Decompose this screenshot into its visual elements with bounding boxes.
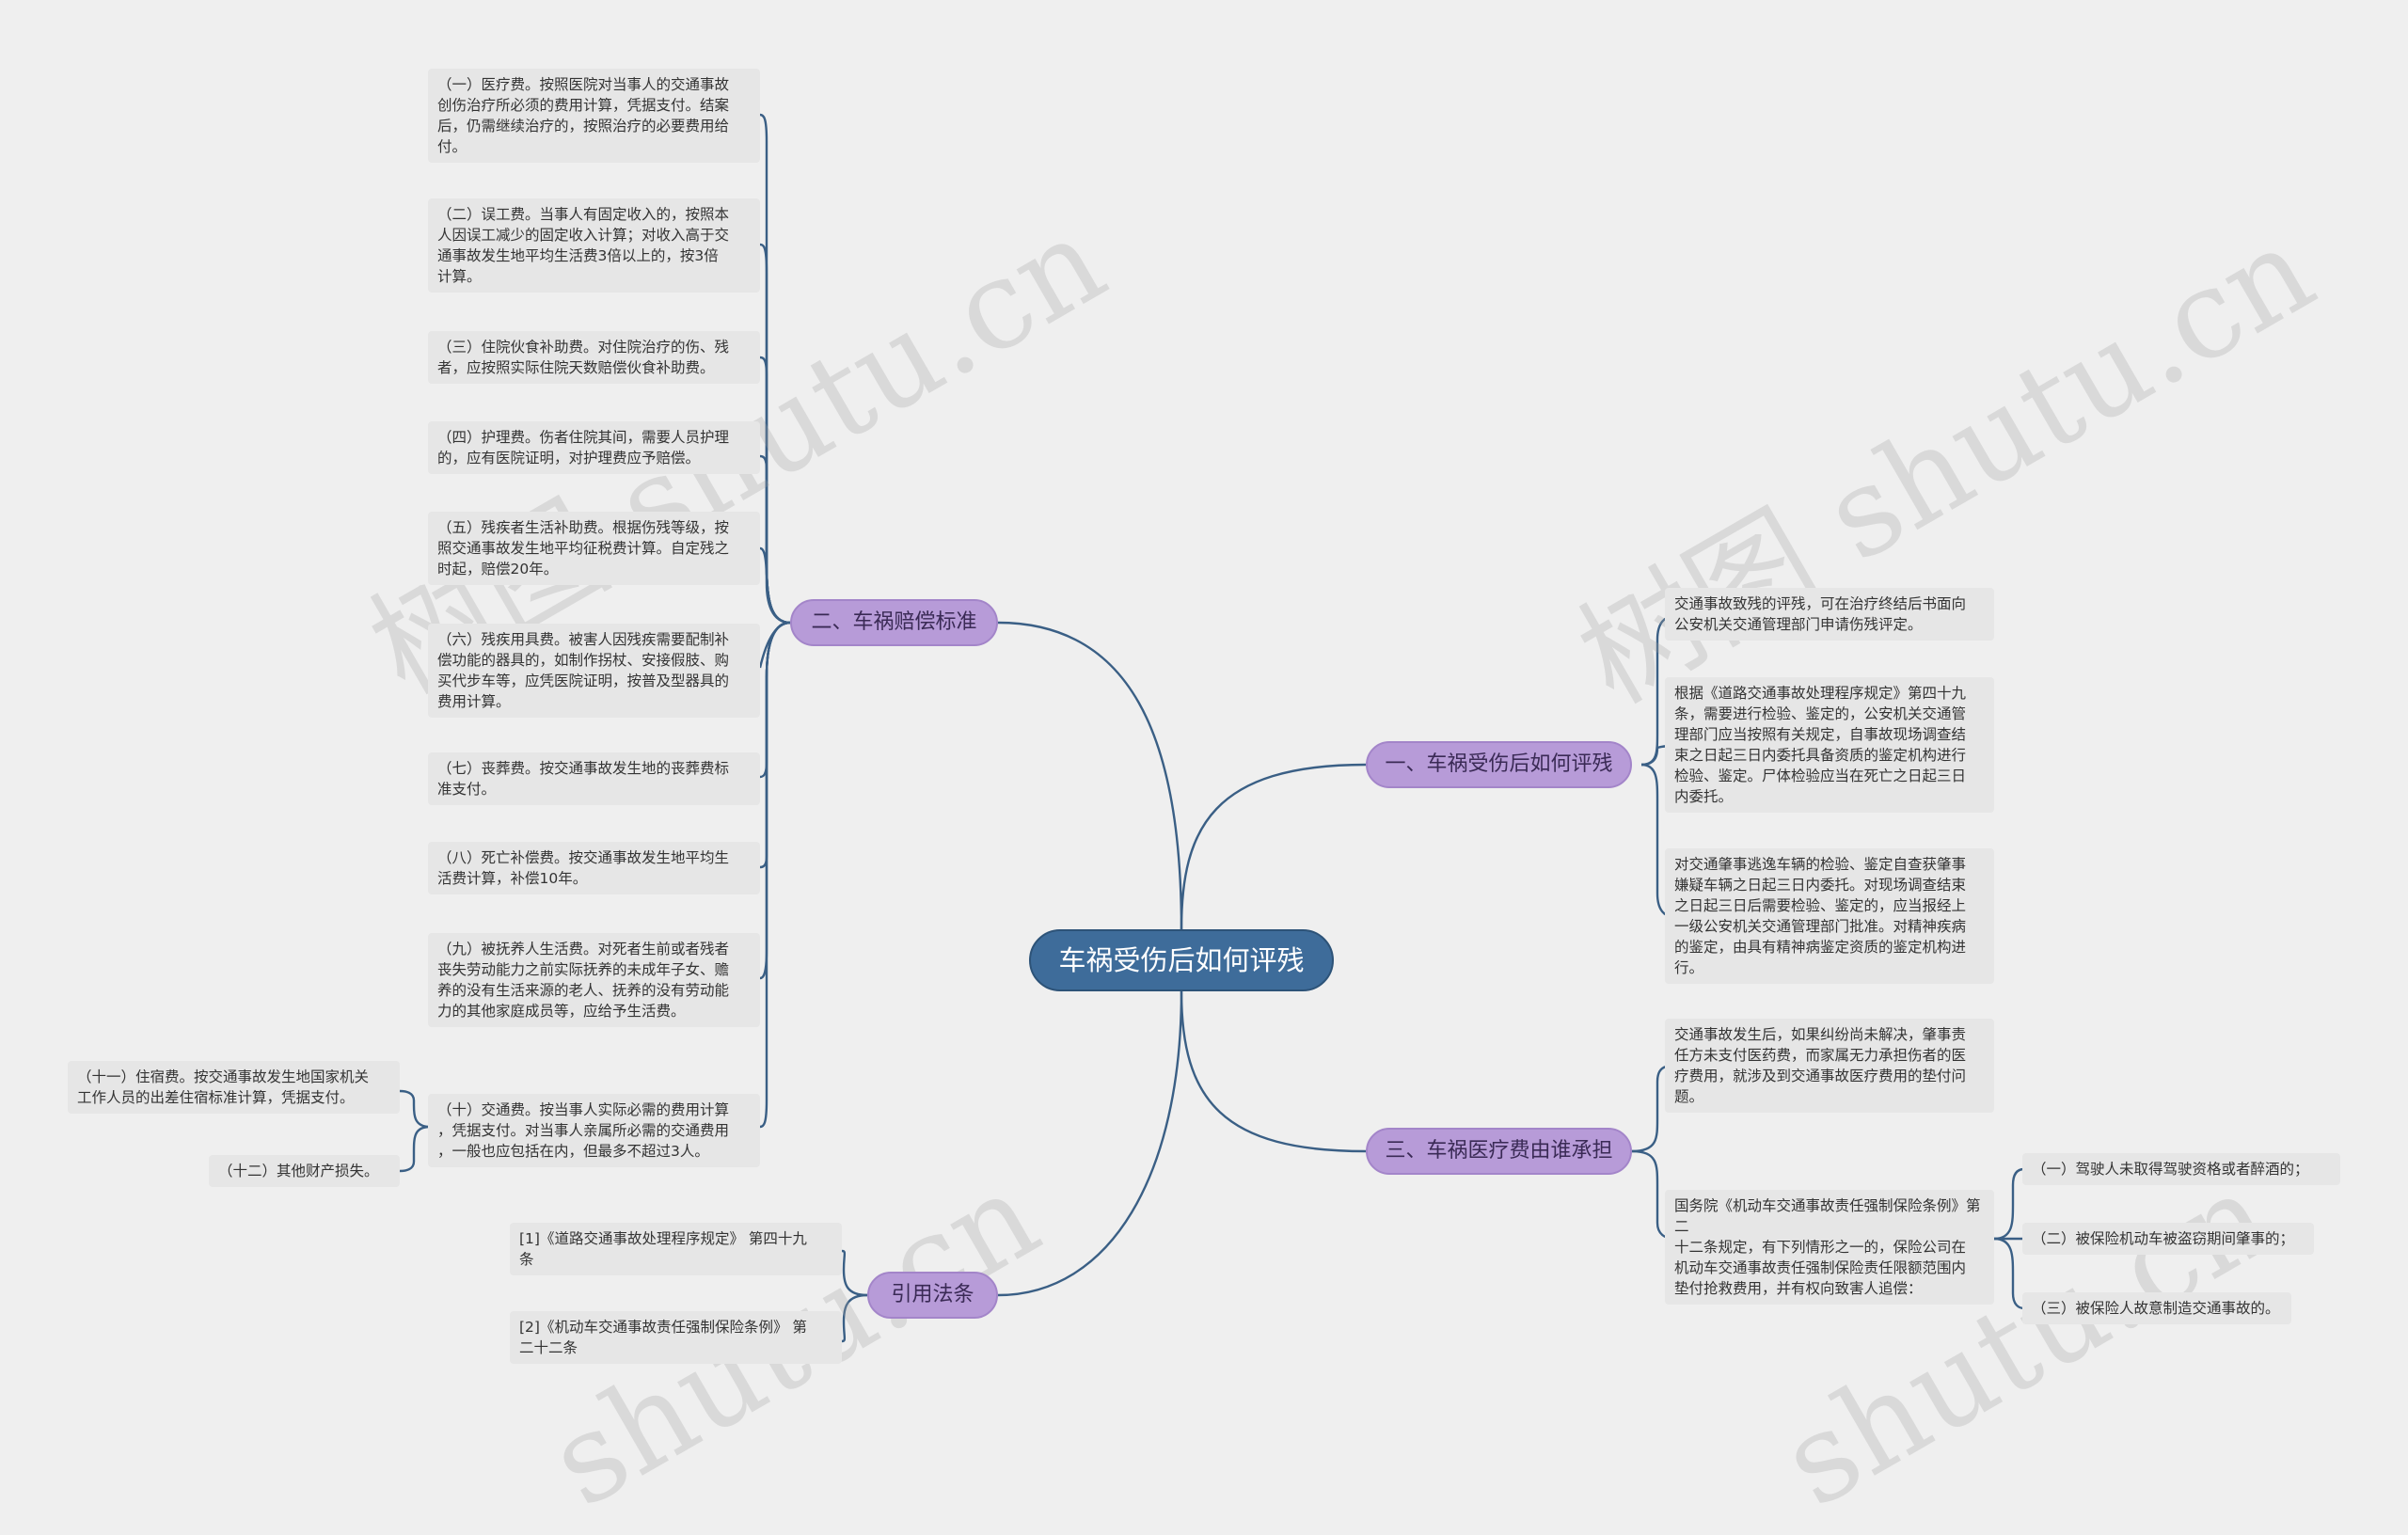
b3-sub-2: （二）被保险机动车被盗窃期间肇事的； bbox=[2022, 1223, 2314, 1255]
b1-item-2: 根据《道路交通事故处理程序规定》第四十九 条，需要进行检验、鉴定的，公安机关交通… bbox=[1665, 677, 1994, 813]
b4-item-1: [1]《道路交通事故处理程序规定》 第四十九 条 bbox=[510, 1223, 842, 1275]
b3-sub-1: （一）驾驶人未取得驾驶资格或者醉酒的； bbox=[2022, 1153, 2340, 1185]
connector-lines bbox=[399, 113, 2025, 1343]
b2-item-2: （二）误工费。当事人有固定收入的，按照本 人因误工减少的固定收入计算；对收入高于… bbox=[428, 198, 760, 293]
branch-cited-laws[interactable]: 引用法条 bbox=[867, 1272, 998, 1319]
b2-item-1: （一）医疗费。按照医院对当事人的交通事故 创伤治疗所必须的费用计算，凭据支付。结… bbox=[428, 69, 760, 163]
b2-item-3: （三）住院伙食补助费。对住院治疗的伤、残 者，应按照实际住院天数赔偿伙食补助费。 bbox=[428, 331, 760, 384]
b2-item-4: （四）护理费。伤者住院其间，需要人员护理 的，应有医院证明，对护理费应予赔偿。 bbox=[428, 421, 760, 474]
branch-medical-cost[interactable]: 三、车祸医疗费由谁承担 bbox=[1366, 1128, 1632, 1175]
b2-item-7: （七）丧葬费。按交通事故发生地的丧葬费标 准支付。 bbox=[428, 752, 760, 805]
b1-item-3: 对交通肇事逃逸车辆的检验、鉴定自查获肇事 嫌疑车辆之日起三日内委托。对现场调查结… bbox=[1665, 848, 1994, 984]
b2-item-5: （五）残疾者生活补助费。根据伤残等级，按 照交通事故发生地平均征税费计算。自定残… bbox=[428, 512, 760, 585]
b4-item-2: [2]《机动车交通事故责任强制保险条例》 第 二十二条 bbox=[510, 1311, 842, 1364]
b2-sub-2: （十二）其他财产损失。 bbox=[209, 1155, 400, 1187]
b2-item-6: （六）残疾用具费。被害人因残疾需要配制补 偿功能的器具的，如制作拐杖、安接假肢、… bbox=[428, 624, 760, 718]
branch-compensation-standard[interactable]: 二、车祸赔偿标准 bbox=[790, 599, 998, 646]
b3-item-2: 国务院《机动车交通事故责任强制保险条例》第二 十二条规定，有下列情形之一的，保险… bbox=[1665, 1190, 1994, 1305]
b3-sub-3: （三）被保险人故意制造交通事故的。 bbox=[2022, 1292, 2291, 1324]
b2-item-9: （九）被抚养人生活费。对死者生前或者残者 丧失劳动能力之前实际抚养的未成年子女、… bbox=[428, 933, 760, 1027]
b3-item-1: 交通事故发生后，如果纠纷尚未解决，肇事责 任方未支付医药费，而家属无力承担伤者的… bbox=[1665, 1019, 1994, 1113]
b2-item-10: （十）交通费。按当事人实际必需的费用计算 ，凭据支付。对当事人亲属所必需的交通费… bbox=[428, 1094, 760, 1167]
b2-sub-1: （十一）住宿费。按交通事故发生地国家机关 工作人员的出差住宿标准计算，凭据支付。 bbox=[68, 1061, 400, 1114]
b1-item-1: 交通事故致残的评残，可在治疗终结后书面向 公安机关交通管理部门申请伤残评定。 bbox=[1665, 588, 1994, 641]
branch-evaluate-disability[interactable]: 一、车祸受伤后如何评残 bbox=[1366, 741, 1632, 788]
b2-item-8: （八）死亡补偿费。按交通事故发生地平均生 活费计算，补偿10年。 bbox=[428, 842, 760, 894]
root-topic[interactable]: 车祸受伤后如何评残 bbox=[1029, 929, 1334, 991]
